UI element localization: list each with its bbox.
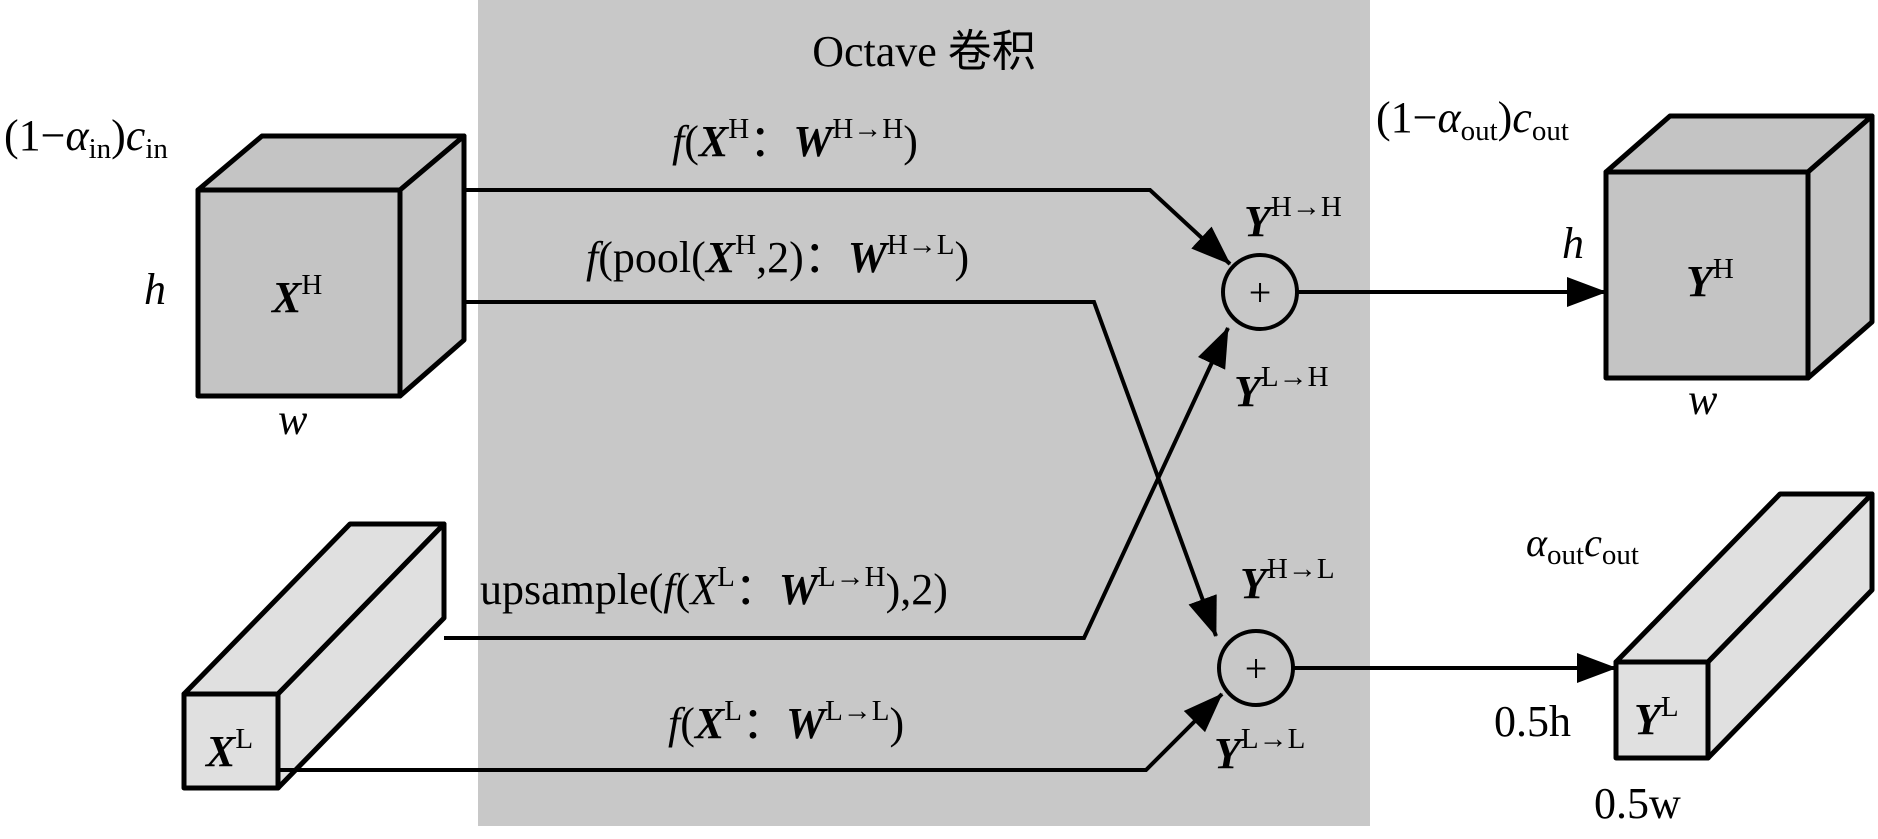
octave-panel bbox=[478, 0, 1370, 826]
input-high-height: h bbox=[144, 265, 166, 314]
output-low-cube bbox=[1613, 491, 1875, 761]
path-label-lh: upsample(f(XL：WL→H),2) bbox=[480, 561, 948, 614]
input-high-width: w bbox=[278, 395, 308, 444]
sum-label-y-lh: YL→H bbox=[1234, 361, 1329, 416]
sum-node-low-plus: + bbox=[1245, 646, 1268, 691]
path-label-hl: f(pool(XH,2)：WH→L) bbox=[586, 229, 969, 282]
sum-node-low-circle bbox=[1217, 629, 1295, 707]
path-high-to-high bbox=[464, 188, 1232, 266]
input-high-channels: (1−αin)cin bbox=[4, 111, 168, 165]
path-high-to-low bbox=[464, 300, 1218, 637]
sum-node-high: + bbox=[1221, 253, 1299, 331]
sum-node-high-plus: + bbox=[1249, 270, 1272, 315]
output-high-height: h bbox=[1562, 219, 1584, 268]
sum-label-y-hl: YH→L bbox=[1240, 553, 1335, 608]
sum-label-y-ll: YL→L bbox=[1214, 723, 1305, 778]
input-low-cube bbox=[181, 521, 447, 791]
input-low-cube-side bbox=[275, 521, 447, 791]
sum-label-y-hh: YH→H bbox=[1244, 191, 1342, 246]
panel-title: Octave 卷积 bbox=[812, 27, 1036, 76]
output-low-label: YL bbox=[1634, 691, 1679, 744]
output-low-channels: αoutcout bbox=[1526, 520, 1639, 571]
output-low-width: 0.5w bbox=[1594, 779, 1681, 828]
input-low-label: XL bbox=[204, 723, 253, 776]
input-high-cube bbox=[195, 133, 467, 399]
path-label-ll: f(XL：WL→L) bbox=[668, 695, 904, 748]
output-high-cube-side bbox=[1805, 113, 1875, 381]
output-high-label: YH bbox=[1686, 253, 1734, 306]
output-high-cube bbox=[1603, 113, 1875, 381]
input-high-label: XH bbox=[270, 269, 322, 322]
path-low-to-low bbox=[278, 692, 1224, 772]
input-high-cube-side bbox=[397, 133, 467, 399]
output-high-width: w bbox=[1688, 375, 1718, 424]
output-low-cube-side bbox=[1705, 491, 1875, 761]
path-label-hh: f(XH：WH→H) bbox=[672, 113, 918, 166]
sum-node-low: + bbox=[1217, 629, 1295, 707]
output-low-height: 0.5h bbox=[1494, 697, 1571, 746]
path-low-to-high bbox=[444, 327, 1230, 640]
sum-node-high-circle bbox=[1221, 253, 1299, 331]
output-high-channels: (1−αout)cout bbox=[1376, 93, 1569, 147]
